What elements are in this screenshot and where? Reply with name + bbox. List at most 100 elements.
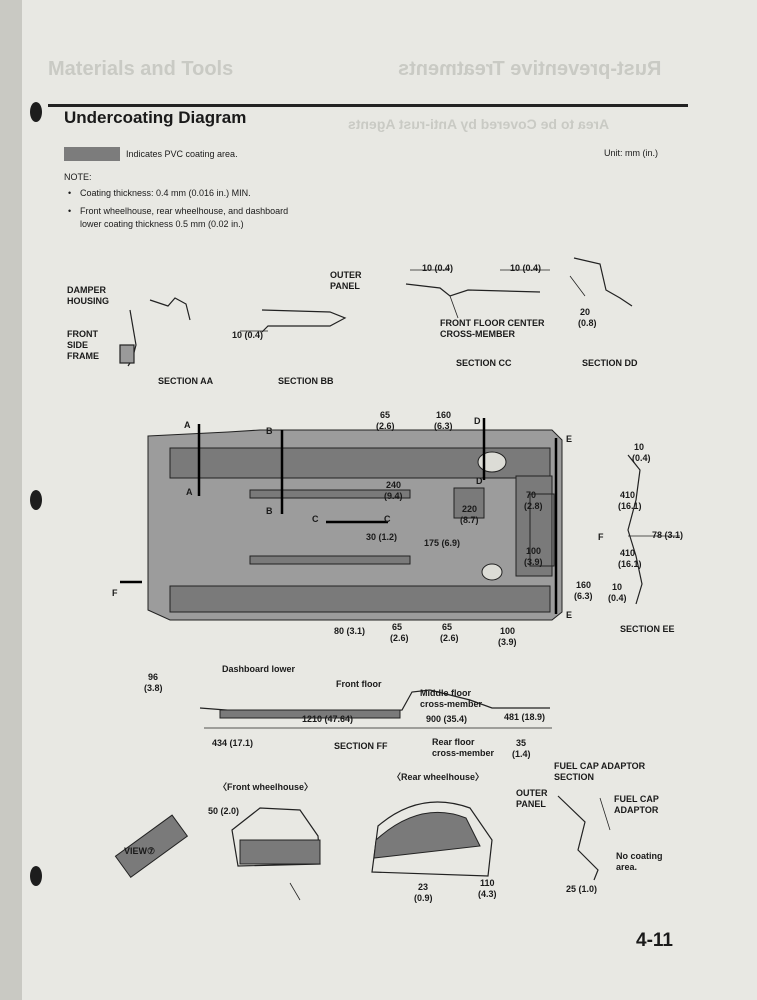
page-title: Undercoating Diagram — [64, 108, 247, 127]
section-bb-dim: 10 (0.4) — [232, 330, 264, 340]
fuel-outer-panel-label: OUTER — [516, 788, 548, 798]
fuel-cap-section-title: FUEL CAP ADAPTOR — [554, 761, 646, 771]
ee-dim-410-top-in: (16.1) — [618, 501, 642, 511]
pvc-area-rear — [515, 475, 553, 577]
section-cc-title: SECTION CC — [456, 358, 512, 368]
section-dd-profile — [573, 257, 633, 307]
marker-c-left: C — [312, 514, 319, 524]
dim-160-in: (6.3) — [434, 421, 453, 431]
dim-100-b: 100 — [500, 626, 516, 636]
section-aa-title: SECTION AA — [158, 376, 214, 386]
note-label: NOTE: — [64, 172, 92, 182]
section-ee-profile — [627, 454, 643, 605]
marker-c-right: C — [384, 514, 391, 524]
note-item: Coating thickness: 0.4 mm (0.016 in.) MI… — [68, 188, 251, 199]
rear-floor-label: Rear floor — [432, 737, 475, 747]
section-ff-profile — [199, 689, 550, 713]
dim-100-in: (3.9) — [524, 557, 543, 567]
section-dd-dim: 20 — [580, 307, 591, 317]
dim-30: 30 (1.2) — [366, 532, 398, 542]
fuel-cap-adaptor-label-2: ADAPTOR — [614, 805, 659, 815]
fuel-outer-panel-label-2: PANEL — [516, 799, 546, 809]
ff-dim-96: 96 — [148, 672, 159, 682]
pvc-legend-swatch — [64, 147, 120, 161]
no-coating-label: No coating — [616, 851, 663, 861]
rear-floor-label-2: cross-member — [432, 748, 495, 758]
ff-dim-900: 900 (35.4) — [426, 714, 468, 724]
ee-dim-10-bottom: 10 — [612, 582, 623, 592]
rear-dim-110-in: (4.3) — [478, 889, 497, 899]
rear-dim-23: 23 — [418, 882, 429, 892]
ee-dim-410-bottom: 410 — [620, 548, 636, 558]
front-side-frame-label-3: FRAME — [67, 351, 99, 361]
front-side-frame-label: FRONT — [67, 329, 98, 339]
rear-wheelhouse-title: 〈Rear wheelhouse〉 — [392, 772, 485, 782]
section-cc-dim-1: 10 (0.4) — [422, 263, 454, 273]
section-cc-dim-2: 10 (0.4) — [510, 263, 542, 273]
front-floor-center-label-2: CROSS-MEMBER — [440, 329, 516, 339]
ee-dim-410-top: 410 — [620, 490, 636, 500]
header-rule — [48, 104, 688, 107]
ee-dim-10-top-in: (0.4) — [632, 453, 651, 463]
view-2-coating — [114, 814, 189, 879]
outer-panel-label-2: PANEL — [330, 281, 360, 291]
damper-housing-label-2: HOUSING — [67, 296, 110, 306]
section-ff-coating — [219, 709, 401, 719]
ff-dim-434: 434 (17.1) — [212, 738, 254, 748]
dim-240-in: (9.4) — [384, 491, 403, 501]
spare-well — [477, 451, 507, 473]
section-bb-profile — [261, 309, 347, 333]
section-dd-title: SECTION DD — [582, 358, 638, 368]
outer-panel-label: OUTER — [330, 270, 362, 280]
binder-hole — [30, 490, 42, 510]
ff-dim-1210: 1210 (47.64) — [302, 714, 354, 724]
marker-d-bottom: D — [476, 476, 483, 486]
damper-housing-label: DAMPER — [67, 285, 107, 295]
dashboard-lower-label: Dashboard lower — [222, 664, 296, 674]
section-ff-title: SECTION FF — [334, 741, 388, 751]
ff-dim-35-in: (1.4) — [512, 749, 531, 759]
pvc-area-right-rail — [169, 585, 551, 613]
legend-text: Indicates PVC coating area. — [126, 149, 238, 159]
front-floor-label: Front floor — [336, 679, 382, 689]
marker-e-bottom: E — [566, 610, 573, 620]
dim-220: 220 — [462, 504, 478, 514]
note-item-continued: lower coating thickness 0.5 mm (0.02 in.… — [80, 219, 244, 229]
bleed-through-heading: Materials and Tools — [48, 58, 234, 80]
section-cc-profile — [405, 283, 541, 297]
page-number: 4-11 — [636, 930, 673, 951]
section-ee-title: SECTION EE — [620, 624, 675, 634]
dim-80: 80 (3.1) — [334, 626, 366, 636]
binder-hole — [30, 866, 42, 886]
binder-hole — [30, 102, 42, 122]
fuel-cap-adaptor-label: FUEL CAP — [614, 794, 659, 804]
floor-plug — [481, 563, 503, 581]
marker-b-top: B — [266, 426, 273, 436]
rear-panel-outline — [529, 493, 555, 567]
rear-wheelhouse-outline — [371, 801, 493, 877]
marker-b-bottom: B — [266, 506, 273, 516]
dim-70-in: (2.8) — [524, 501, 543, 511]
fuel-cap-section-profile — [557, 795, 599, 881]
binder-edge — [0, 0, 22, 1000]
unit-label: Unit: mm (in.) — [604, 148, 658, 158]
dim-65-b: 65 — [392, 622, 403, 632]
dim-220-in: (8.7) — [460, 515, 479, 525]
dim-100: 100 — [526, 546, 542, 556]
front-wheelhouse-coating — [239, 839, 321, 865]
dim-160-b-in: (6.3) — [574, 591, 593, 601]
ee-dim-10-top: 10 — [634, 442, 645, 452]
rear-dim-110: 110 — [480, 878, 495, 888]
dim-70: 70 — [526, 490, 537, 500]
marker-f-right: F — [598, 532, 604, 542]
no-coating-label-2: area. — [616, 862, 638, 872]
ee-dim-78: 78 (3.1) — [652, 530, 684, 540]
front-side-frame-label-2: SIDE — [67, 340, 89, 350]
fuel-cap-section-title-2: SECTION — [554, 772, 595, 782]
section-bb-title: SECTION BB — [278, 376, 334, 386]
dim-65: 65 — [380, 410, 391, 420]
ff-dim-481: 481 (18.9) — [504, 712, 546, 722]
dim-160-b: 160 — [576, 580, 592, 590]
front-wheelhouse-title: 〈Front wheelhouse〉 — [218, 782, 314, 792]
